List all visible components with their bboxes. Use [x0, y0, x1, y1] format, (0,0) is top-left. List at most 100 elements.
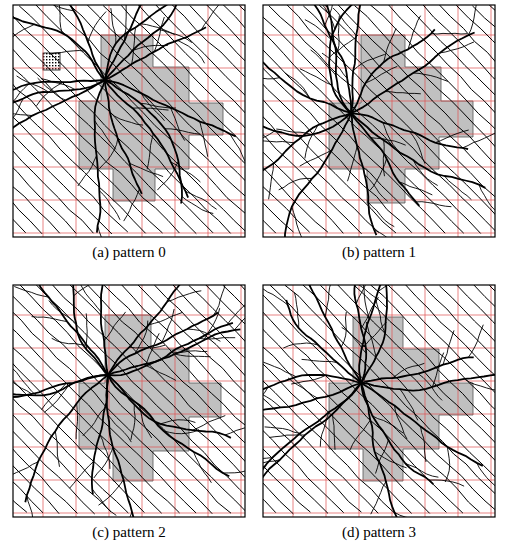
flow-line	[439, 5, 495, 234]
flow-line	[19, 6, 245, 233]
stream-branch	[13, 368, 36, 395]
flow-line	[489, 285, 495, 513]
panel-frame	[263, 285, 495, 517]
flow-line	[20, 285, 245, 513]
flow-line	[263, 286, 430, 514]
grid-line	[76, 5, 77, 237]
stream-branch	[178, 40, 205, 63]
flow-line	[263, 5, 328, 232]
stream-channel	[351, 113, 468, 149]
stream-branch	[59, 5, 62, 33]
stream-branch	[27, 495, 33, 517]
stream-branch	[225, 425, 245, 435]
panel-caption: (d) pattern 3	[340, 524, 418, 541]
stream-channel	[108, 375, 229, 476]
panel-caption: (a) pattern 0	[90, 244, 167, 261]
stream-channel	[351, 5, 365, 113]
stream-branch	[432, 353, 443, 387]
stream-channel	[361, 383, 483, 466]
stream-branch	[400, 389, 418, 420]
flow-line	[405, 5, 495, 232]
stream-branch	[288, 378, 318, 398]
stream-branch	[200, 122, 208, 157]
stream-channel	[108, 313, 218, 375]
flow-line	[456, 5, 495, 233]
stream-branch	[40, 5, 73, 11]
stream-branch	[370, 159, 387, 191]
stream-channel	[105, 80, 142, 194]
stream-branch	[292, 207, 304, 237]
grid-line	[109, 285, 110, 517]
stream-branch	[74, 285, 104, 296]
stream-channel	[361, 285, 387, 383]
flow-line	[190, 6, 245, 234]
stream-channel	[105, 80, 236, 136]
flow-line	[263, 6, 412, 233]
stream-channel	[106, 375, 133, 517]
stream-branch	[338, 16, 340, 52]
flow-line	[263, 285, 361, 512]
grid-line	[142, 5, 143, 237]
stream-branch	[300, 69, 332, 85]
stream-branch	[104, 312, 126, 341]
stream-branch	[421, 427, 426, 462]
panel-frame	[13, 285, 245, 517]
stream-branch	[361, 297, 378, 329]
stream-branch	[479, 185, 495, 214]
stream-branch	[80, 285, 101, 312]
flow-line	[440, 286, 496, 514]
stream-branch	[468, 5, 476, 35]
panel-caption: (b) pattern 1	[340, 244, 418, 261]
stream-branch	[131, 404, 135, 440]
grid-line	[263, 447, 495, 448]
stream-branch	[463, 133, 495, 148]
flow-line	[389, 5, 496, 232]
stream-branch	[98, 226, 114, 237]
flow-line	[263, 285, 293, 514]
stream-branch	[78, 156, 97, 186]
grid-line	[43, 5, 44, 237]
flow-line	[263, 286, 395, 514]
stream-channel	[285, 113, 351, 237]
stream-branch	[130, 163, 163, 176]
grid-line	[263, 35, 495, 36]
stream-branch	[32, 317, 68, 322]
hatched-cell	[43, 53, 60, 70]
stream-branch	[99, 139, 118, 169]
flow-line	[69, 5, 245, 233]
stream-channel	[263, 33, 351, 113]
stream-branch	[418, 374, 442, 401]
flow-line	[239, 6, 245, 234]
panel-caption: (c) pattern 2	[90, 524, 167, 541]
stream-branch	[333, 8, 356, 36]
flow-line	[13, 285, 77, 513]
stream-channel	[361, 373, 495, 391]
stream-branch	[302, 359, 338, 362]
stream-branch	[265, 427, 300, 434]
stream-branch	[383, 140, 384, 176]
stream-channel	[263, 383, 361, 415]
stream-branch	[172, 351, 208, 353]
stream-branch	[41, 79, 75, 90]
stream-branch	[100, 435, 110, 469]
stream-channel	[263, 113, 351, 184]
flow-line	[13, 286, 231, 513]
stream-branch	[269, 164, 274, 200]
stream-branch	[464, 379, 495, 391]
stream-branch	[263, 77, 280, 79]
stream-channel	[13, 375, 108, 404]
flow-line	[36, 5, 245, 232]
panel-content	[13, 285, 245, 517]
stream-branch	[371, 482, 386, 515]
flow-line	[139, 5, 245, 233]
grid-line	[43, 285, 44, 517]
flow-line	[287, 5, 495, 233]
flow-line	[489, 5, 495, 233]
stream-channel	[361, 357, 474, 383]
stream-branch	[95, 121, 116, 150]
flow-line	[121, 5, 245, 233]
stream-branch	[13, 24, 34, 42]
stream-branch	[376, 299, 386, 334]
stream-channel	[13, 14, 105, 80]
grid-line	[263, 381, 495, 382]
